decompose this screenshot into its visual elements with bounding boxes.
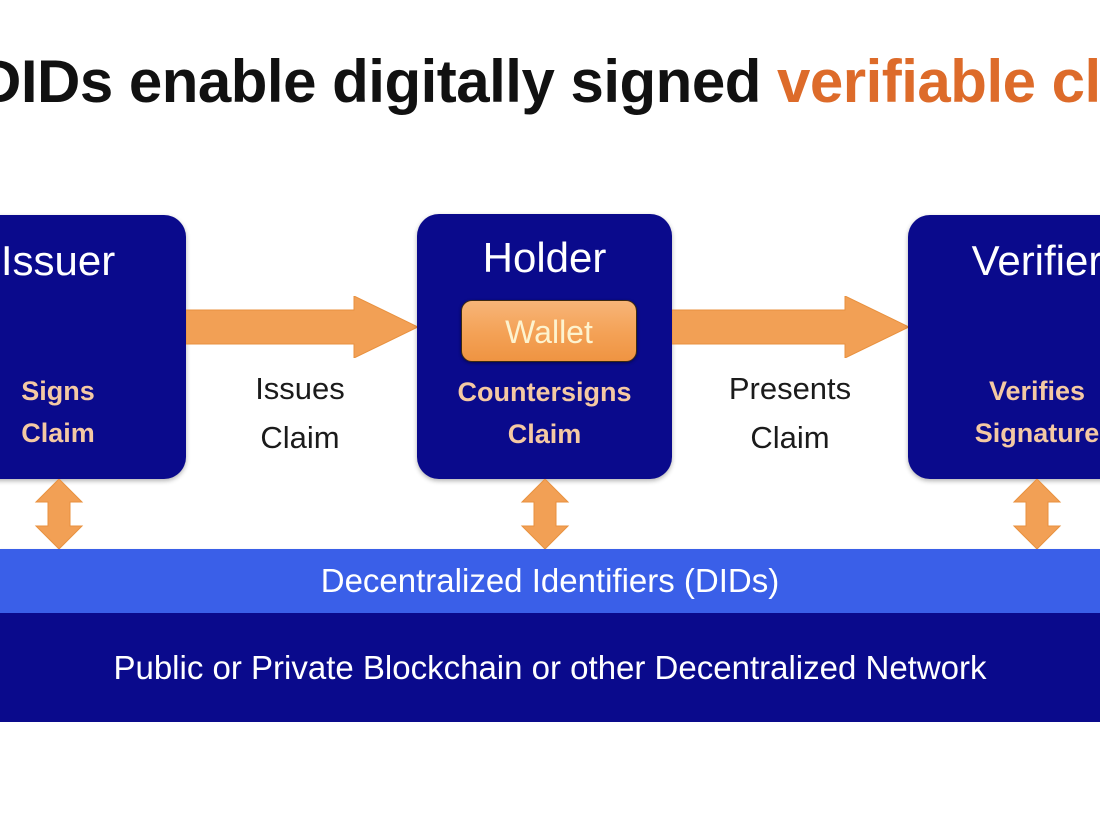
role-action-holder: Countersigns Claim — [417, 372, 672, 456]
flow-label-presents-line1: Presents — [728, 371, 852, 406]
role-title-holder: Holder — [482, 234, 607, 281]
flow-label-issues-line1: Issues — [255, 371, 345, 406]
role-title-verifier: Verifier — [971, 237, 1100, 284]
did-connector-arrow-issuer — [34, 479, 84, 549]
flow-label-presents-line2: Claim — [750, 419, 830, 455]
role-action-issuer: Signs Claim — [0, 371, 186, 455]
title-plain-text: DIDs enable digitally signed — [0, 48, 778, 115]
role-box-verifier[interactable]: Verifier Verifies Signature — [908, 215, 1100, 479]
role-action-verifier: Verifies Signature — [908, 371, 1100, 455]
role-title-issuer: Issuer — [0, 237, 116, 284]
flow-label-issues-line2: Claim — [260, 419, 340, 455]
flow-label-issues: Issues Claim — [180, 365, 420, 463]
role-box-holder[interactable]: Holder Wallet Countersigns Claim — [417, 214, 672, 479]
role-box-issuer[interactable]: Issuer Signs Claim — [0, 215, 186, 479]
role-action-verifier-line1: Verifies — [988, 376, 1086, 406]
title-accent-text: verifiable claims — [777, 48, 1100, 115]
role-action-verifier-line2: Signature — [974, 417, 1100, 448]
page-title: DIDs enable digitally signed verifiable … — [0, 44, 1100, 120]
role-action-holder-line2: Claim — [507, 418, 582, 449]
layer-bar-ledger: Public or Private Blockchain or other De… — [0, 613, 1100, 722]
role-action-holder-line1: Countersigns — [457, 377, 632, 407]
did-connector-arrow-verifier — [1012, 479, 1062, 549]
flow-arrow-presents — [672, 296, 909, 358]
role-action-issuer-line2: Claim — [21, 417, 95, 448]
flow-label-presents: Presents Claim — [670, 365, 910, 463]
flow-arrow-issues — [186, 296, 418, 358]
did-connector-arrow-holder — [520, 479, 570, 549]
role-action-issuer-line1: Signs — [21, 376, 95, 406]
layer-bar-dids: Decentralized Identifiers (DIDs) — [0, 549, 1100, 613]
wallet-button[interactable]: Wallet — [461, 300, 637, 362]
